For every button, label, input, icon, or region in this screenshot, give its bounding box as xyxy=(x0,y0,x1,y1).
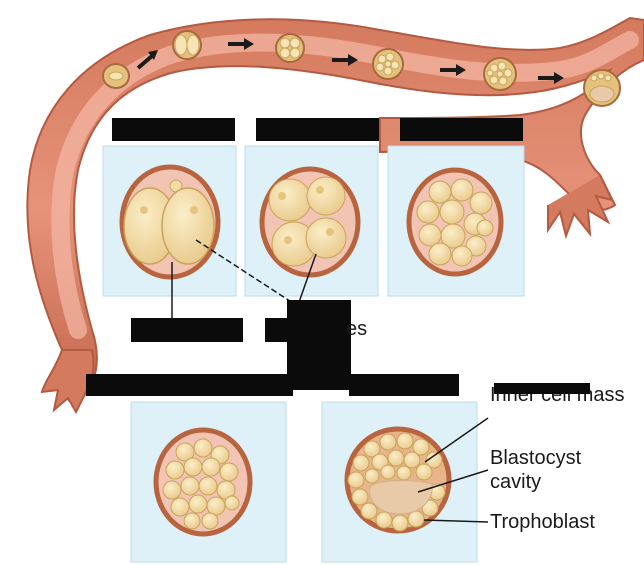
trophoblast-label: Trophoblast xyxy=(490,511,595,533)
eight-cell-embryo xyxy=(409,170,501,274)
morula-embryo xyxy=(156,430,250,534)
blastocyst-cavity-label: Blastocyst cavity xyxy=(490,446,620,494)
two-cell-embryo xyxy=(122,167,218,277)
redaction-inner-cell-overlay xyxy=(494,383,590,394)
redaction-two-cell-title xyxy=(112,118,235,141)
tube-morula-early xyxy=(373,49,403,79)
tube-four-cell xyxy=(276,34,304,62)
tube-zygote xyxy=(103,64,129,88)
redaction-four-cell-title xyxy=(256,118,379,141)
tube-morula xyxy=(484,58,516,90)
tube-two-cell xyxy=(173,31,201,59)
redaction-center-column xyxy=(287,300,351,390)
tube-lower-end xyxy=(42,350,94,412)
tube-blastocyst xyxy=(584,70,620,106)
blastocyst-embryo xyxy=(347,429,449,531)
redaction-eight-cell-title xyxy=(400,118,523,141)
redaction-blastocyst-title xyxy=(349,374,459,396)
blastomeres-label-suffix: es xyxy=(346,318,367,340)
blastocyst-cavity-text: Blastocyst cavity xyxy=(490,447,581,493)
redaction-left-label xyxy=(131,318,243,342)
four-cell-embryo xyxy=(262,169,358,275)
redaction-morula-title xyxy=(86,374,293,396)
